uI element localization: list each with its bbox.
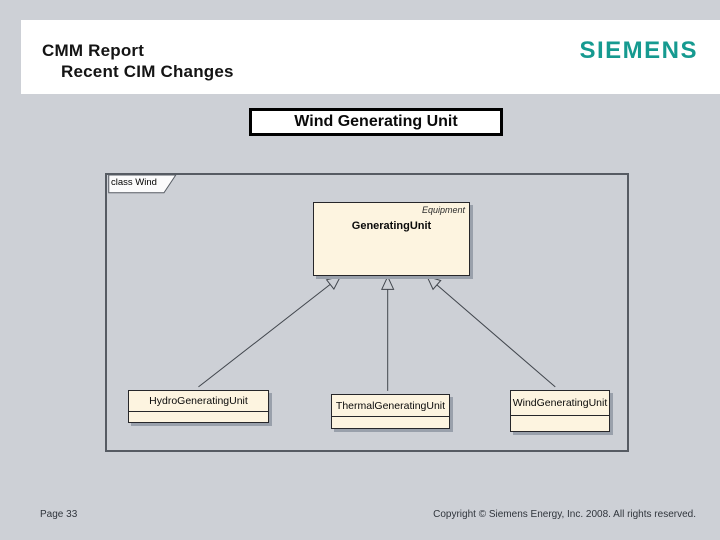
class-box-wind-generating-unit: WindGeneratingUnit — [510, 390, 610, 432]
class-name: HydroGeneratingUnit — [129, 391, 268, 412]
inheritance-arrowhead-icon — [325, 275, 342, 290]
inheritance-arrowhead-icon — [426, 275, 442, 291]
class-name: GeneratingUnit — [351, 220, 432, 232]
frame-tab-label: class Wind — [111, 177, 157, 188]
siemens-logo: SIEMENS — [579, 37, 698, 64]
footer-copyright: Copyright © Siemens Energy, Inc. 2008. A… — [433, 509, 696, 520]
class-name: WindGeneratingUnit — [511, 391, 609, 416]
uml-diagram-frame: class Wind Equipment GeneratingUnit Hydr… — [105, 173, 629, 452]
inheritance-arrowhead-icon — [381, 275, 395, 290]
topic-banner-label: Wind Generating Unit — [294, 113, 458, 130]
class-box-hydro-generating-unit: HydroGeneratingUnit — [128, 390, 269, 423]
inheritance-connector-hydro — [198, 284, 331, 388]
class-box-thermal-generating-unit: ThermalGeneratingUnit — [331, 394, 450, 429]
slide-subtitle: Recent CIM Changes — [61, 62, 234, 81]
inheritance-connector-wind — [436, 284, 556, 388]
class-box-generating-unit: Equipment GeneratingUnit — [313, 202, 470, 276]
header-bar: CMM Report Recent CIM Changes SIEMENS — [21, 20, 720, 94]
topic-banner: Wind Generating Unit — [249, 108, 503, 136]
package-label: Equipment — [421, 205, 465, 215]
slide-title: CMM Report — [42, 41, 145, 60]
frame-tab-shape — [108, 175, 177, 194]
footer-page-number: Page 33 — [40, 509, 78, 520]
class-name: ThermalGeneratingUnit — [332, 395, 449, 417]
diagram-connectors-layer — [108, 175, 556, 391]
